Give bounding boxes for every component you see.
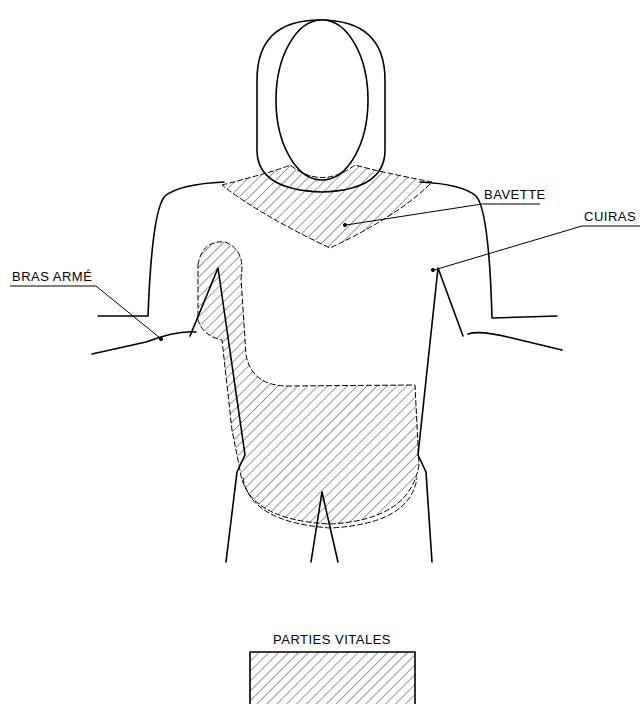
mask-outline	[257, 20, 385, 192]
part-label: BAVETTE	[484, 188, 546, 202]
left-shoulder	[98, 182, 224, 316]
mask-face	[276, 20, 368, 180]
legend-text: PARTIES VITALES	[273, 633, 391, 647]
left-side	[190, 268, 245, 562]
part-label: BRAS ARMÉ	[12, 270, 92, 284]
right-shoulder	[420, 182, 557, 318]
right-arm	[468, 333, 562, 350]
vital-area-edge	[243, 478, 417, 528]
neck-vital-area	[222, 165, 432, 248]
crotch-line	[311, 492, 338, 562]
right-side	[418, 268, 463, 562]
legend-swatch	[250, 652, 415, 704]
left-arm	[92, 332, 196, 354]
torso-vital-area	[198, 242, 419, 524]
part-label: CUIRAS	[584, 210, 636, 224]
